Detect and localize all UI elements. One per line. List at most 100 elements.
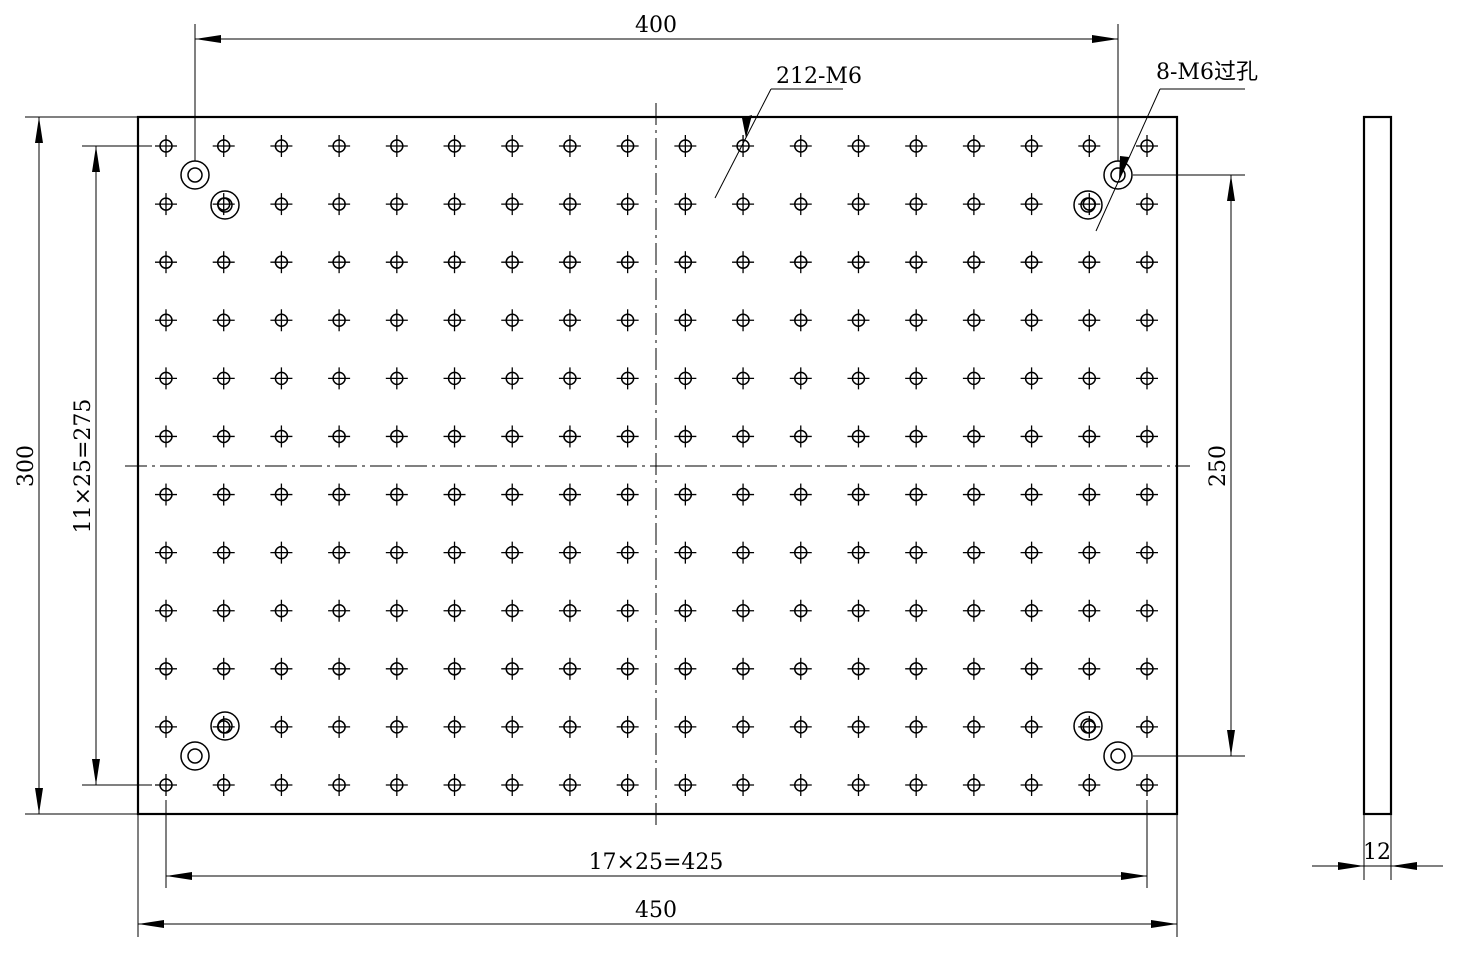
tapped-hole <box>905 367 928 390</box>
tapped-hole <box>732 193 755 216</box>
side-view-outline <box>1362 115 1393 816</box>
dimension-right-250: 250 <box>1133 174 1245 757</box>
tapped-hole <box>212 135 235 157</box>
tapped-hole <box>270 715 293 738</box>
tapped-hole <box>501 774 524 796</box>
tapped-hole <box>270 193 293 216</box>
through-hole <box>1103 741 1133 771</box>
tapped-hole <box>789 367 812 390</box>
tapped-hole <box>328 135 351 157</box>
tapped-hole <box>1078 599 1101 622</box>
through-holes <box>180 160 1133 771</box>
tapped-hole <box>501 599 524 622</box>
tapped-hole <box>789 657 812 680</box>
tapped-hole <box>501 483 524 506</box>
tapped-hole <box>847 483 870 506</box>
dimension-label-bottom-pitch: 17×25=425 <box>589 850 724 875</box>
tapped-hole <box>1020 541 1043 564</box>
tapped-hole <box>905 193 928 216</box>
tapped-hole <box>789 483 812 506</box>
tapped-hole <box>155 774 177 796</box>
tapped-hole <box>385 715 408 738</box>
tapped-hole <box>616 715 639 738</box>
tapped-hole <box>212 425 235 448</box>
dimension-bottom-450: 450 <box>137 814 1178 937</box>
tapped-hole <box>674 715 697 738</box>
tapped-hole <box>732 251 755 274</box>
tapped-hole <box>1020 483 1043 506</box>
tapped-hole <box>385 309 408 332</box>
tapped-hole <box>1136 193 1158 216</box>
tapped-hole <box>385 599 408 622</box>
tapped-hole <box>155 483 177 506</box>
tapped-hole <box>155 425 177 448</box>
tapped-hole <box>1078 367 1101 390</box>
tapped-hole <box>616 774 639 796</box>
tapped-hole <box>1136 251 1158 274</box>
tapped-hole <box>328 657 351 680</box>
tapped-hole <box>328 774 351 796</box>
callout-tapped-holes: 212-M6 <box>776 64 862 89</box>
tapped-hole <box>732 599 755 622</box>
tapped-hole <box>847 309 870 332</box>
dimension-left-pitch: 11×25=275 <box>71 145 152 786</box>
tapped-hole <box>212 541 235 564</box>
leader-tapped-holes: 212-M6 <box>714 64 862 199</box>
tapped-hole <box>1020 251 1043 274</box>
tapped-hole <box>270 483 293 506</box>
dimension-label-thickness: 12 <box>1363 840 1391 865</box>
tapped-hole <box>847 541 870 564</box>
tapped-hole <box>443 135 466 157</box>
tapped-hole <box>616 367 639 390</box>
tapped-hole <box>905 425 928 448</box>
tapped-hole <box>1020 774 1043 796</box>
tapped-hole <box>155 599 177 622</box>
tapped-hole <box>905 774 928 796</box>
tapped-hole <box>847 657 870 680</box>
tapped-hole <box>789 251 812 274</box>
tapped-hole <box>558 657 581 680</box>
tapped-hole <box>674 135 697 157</box>
tapped-hole <box>962 425 985 448</box>
tapped-hole <box>270 657 293 680</box>
tapped-hole <box>385 193 408 216</box>
tapped-hole <box>558 715 581 738</box>
through-hole <box>180 160 210 190</box>
tapped-hole <box>385 483 408 506</box>
tapped-hole <box>962 599 985 622</box>
tapped-hole <box>616 541 639 564</box>
tapped-hole <box>155 135 177 157</box>
dimension-label-left-pitch: 11×25=275 <box>71 399 96 534</box>
tapped-hole <box>443 774 466 796</box>
tapped-hole <box>847 193 870 216</box>
tapped-hole <box>732 483 755 506</box>
tapped-hole <box>847 599 870 622</box>
tapped-hole <box>270 599 293 622</box>
tapped-hole <box>905 309 928 332</box>
tapped-hole <box>558 483 581 506</box>
tapped-hole <box>789 425 812 448</box>
tapped-hole <box>1136 135 1158 157</box>
dimension-label-top: 400 <box>635 13 677 38</box>
tapped-hole <box>328 715 351 738</box>
tapped-hole <box>847 367 870 390</box>
tapped-hole <box>732 657 755 680</box>
tapped-hole <box>674 193 697 216</box>
tapped-hole <box>270 425 293 448</box>
tapped-hole <box>328 193 351 216</box>
tapped-hole <box>1020 309 1043 332</box>
tapped-hole <box>674 367 697 390</box>
tapped-hole <box>674 599 697 622</box>
tapped-hole <box>1078 425 1101 448</box>
tapped-hole <box>905 135 928 157</box>
tapped-hole <box>1136 774 1158 796</box>
tapped-hole <box>1020 193 1043 216</box>
tapped-hole <box>1136 599 1158 622</box>
tapped-hole <box>1136 367 1158 390</box>
tapped-hole <box>328 251 351 274</box>
tapped-hole <box>501 541 524 564</box>
tapped-hole <box>962 309 985 332</box>
tapped-hole <box>385 367 408 390</box>
tapped-hole <box>789 309 812 332</box>
tapped-hole <box>905 715 928 738</box>
